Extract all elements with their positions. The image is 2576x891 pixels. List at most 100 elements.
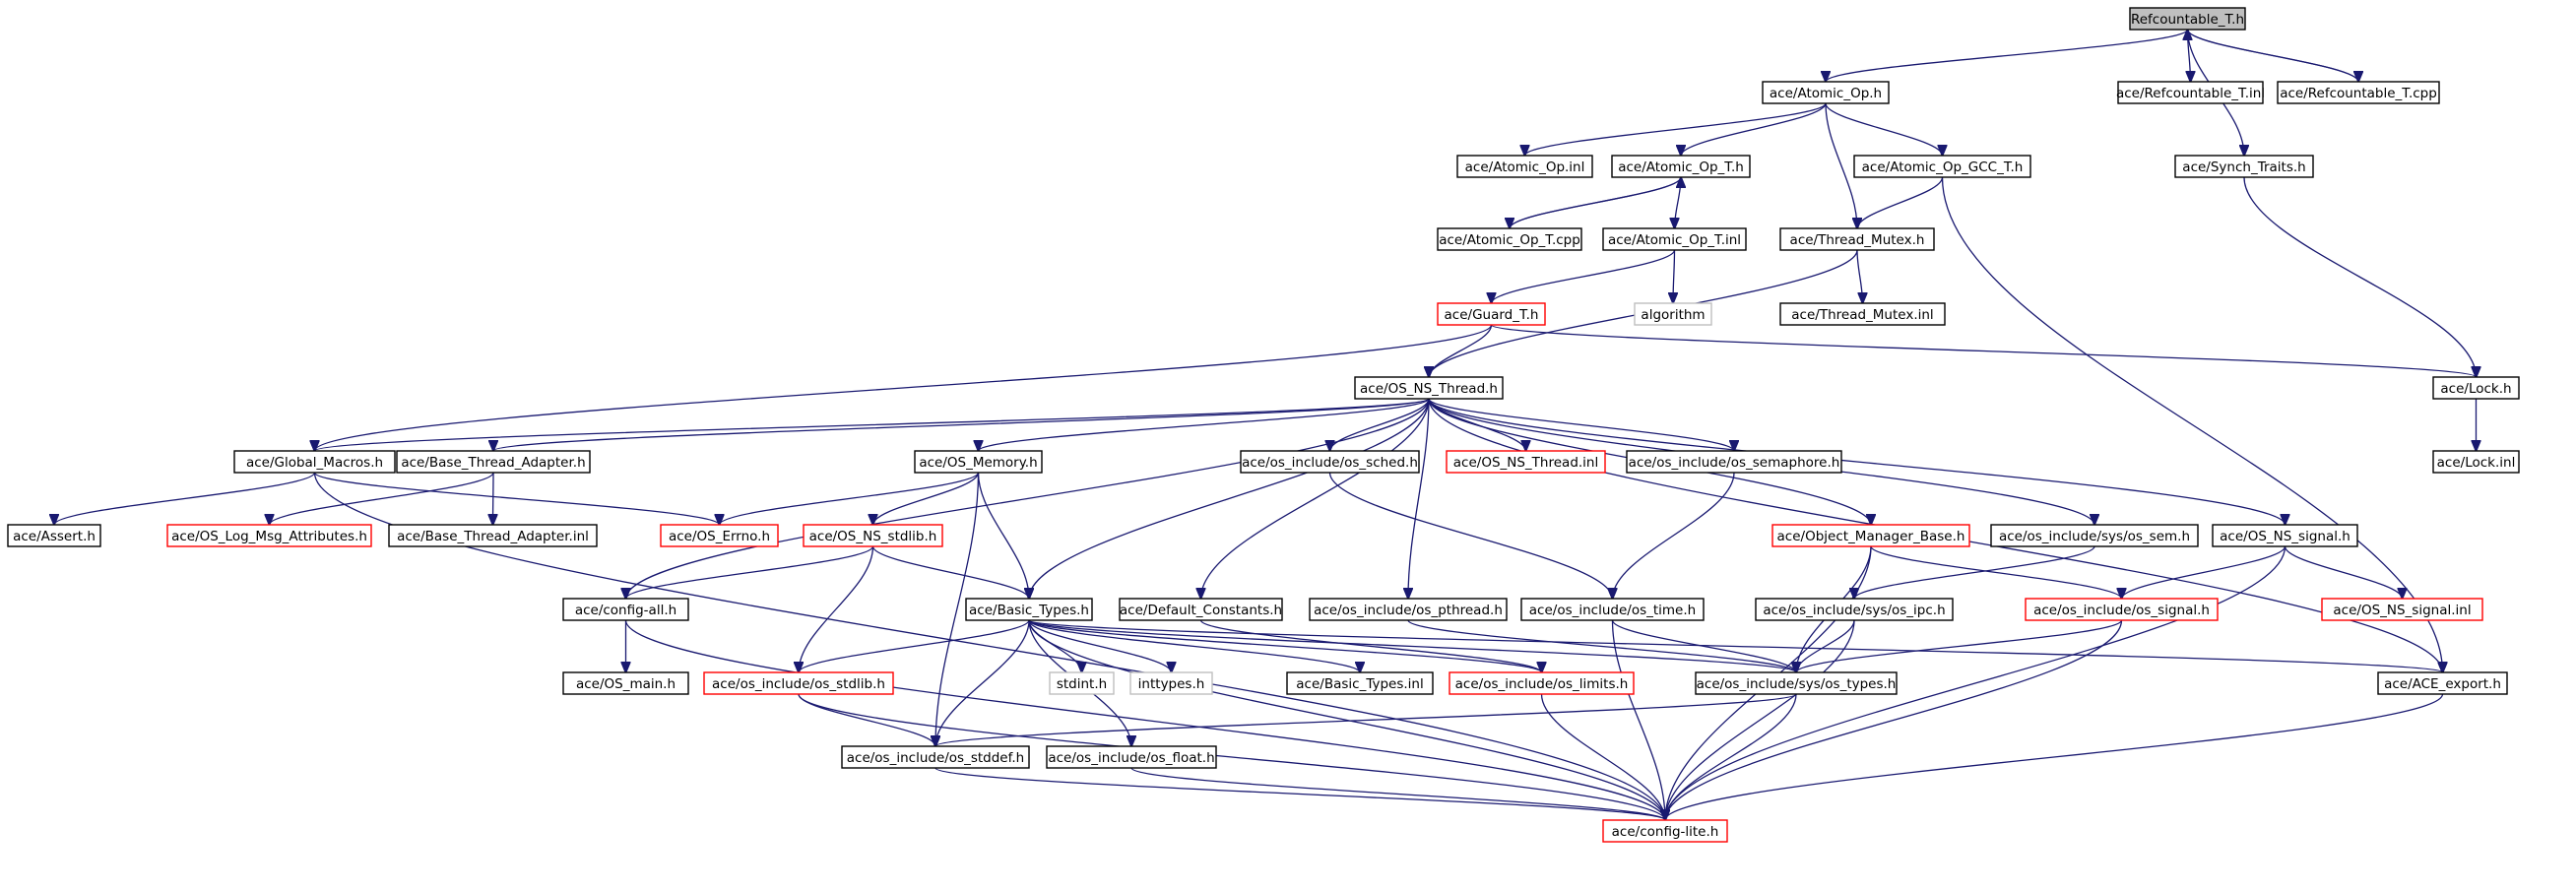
node-label: ace/os_include/sys/os_sem.h bbox=[1999, 529, 2190, 544]
node-label: ace/Atomic_Op_T.cpp bbox=[1439, 232, 1580, 248]
node-os-ns-stdlib-h[interactable]: ace/OS_NS_stdlib.h bbox=[803, 524, 943, 547]
node-box bbox=[7, 524, 101, 547]
edge-os_ns_thread_h-to-os_pthread_h bbox=[1408, 398, 1430, 599]
node-os-semaphore-h[interactable]: ace/os_include/os_semaphore.h bbox=[1626, 450, 1842, 474]
node-label: inttypes.h bbox=[1138, 676, 1205, 692]
node-atomic-op-t-cpp[interactable]: ace/Atomic_Op_T.cpp bbox=[1437, 227, 1582, 251]
node-global-macros-h[interactable]: ace/Global_Macros.h bbox=[233, 450, 396, 474]
node-basic-types-h[interactable]: ace/Basic_Types.h bbox=[965, 598, 1093, 621]
node-atomic-op-t-h[interactable]: ace/Atomic_Op_T.h bbox=[1611, 155, 1751, 178]
node-os-sem-h[interactable]: ace/os_include/sys/os_sem.h bbox=[1990, 524, 2199, 547]
node-config-all-h[interactable]: ace/config-all.h bbox=[562, 598, 689, 621]
edge-os_ns_thread_h-to-os_sched_h bbox=[1330, 398, 1430, 451]
node-box bbox=[2174, 155, 2314, 178]
node-label: ace/os_include/os_stdlib.h bbox=[712, 676, 885, 692]
node-synch-traits-h[interactable]: ace/Synch_Traits.h bbox=[2174, 155, 2314, 178]
node-os-float-h[interactable]: ace/os_include/os_float.h bbox=[1046, 745, 1217, 769]
node-os-memory-h[interactable]: ace/OS_Memory.h bbox=[914, 450, 1043, 474]
node-assert-h[interactable]: ace/Assert.h bbox=[7, 524, 101, 547]
node-os-ns-signal-inl[interactable]: ace/OS_NS_signal.inl bbox=[2321, 598, 2483, 621]
node-base-thread-adapter-inl[interactable]: ace/Base_Thread_Adapter.inl bbox=[388, 524, 598, 547]
node-label: ace/Object_Manager_Base.h bbox=[1777, 529, 1965, 544]
node-config-lite-h[interactable]: ace/config-lite.h bbox=[1602, 819, 1728, 843]
node-label: ace/os_include/os_pthread.h bbox=[1314, 603, 1503, 618]
node-object-manager-base-h[interactable]: ace/Object_Manager_Base.h bbox=[1771, 524, 1970, 547]
node-atomic-op-inl[interactable]: ace/Atomic_Op.inl bbox=[1456, 155, 1593, 178]
node-label: ace/os_include/os_signal.h bbox=[2033, 603, 2210, 618]
node-algorithm[interactable]: algorithm bbox=[1634, 302, 1712, 326]
node-box bbox=[1049, 671, 1115, 695]
node-os-log-msg-attributes-h[interactable]: ace/OS_Log_Msg_Attributes.h bbox=[166, 524, 372, 547]
node-box bbox=[2432, 450, 2520, 474]
node-os-sched-h[interactable]: ace/os_include/os_sched.h bbox=[1240, 450, 1420, 474]
node-os-errno-h[interactable]: ace/OS_Errno.h bbox=[660, 524, 779, 547]
node-os-signal-h[interactable]: ace/os_include/os_signal.h bbox=[2025, 598, 2219, 621]
node-label: ace/Basic_Types.h bbox=[969, 603, 1089, 618]
node-default-constants-h[interactable]: ace/Default_Constants.h bbox=[1119, 598, 1283, 621]
node-box bbox=[803, 524, 943, 547]
edge-basic_types_h-to-basic_types_inl bbox=[1028, 619, 1360, 672]
node-box bbox=[1456, 155, 1593, 178]
node-lock-inl[interactable]: ace/Lock.inl bbox=[2432, 450, 2520, 474]
node-label: ace/OS_Log_Msg_Attributes.h bbox=[171, 529, 367, 544]
node-os-limits-h[interactable]: ace/os_include/os_limits.h bbox=[1449, 671, 1635, 695]
node-box bbox=[2212, 524, 2358, 547]
edge-os_signal_h-to-config_lite_h bbox=[1665, 619, 2123, 820]
node-stdint-h[interactable]: stdint.h bbox=[1049, 671, 1115, 695]
node-guard-t-h[interactable]: ace/Guard_T.h bbox=[1437, 302, 1546, 326]
node-label: ace/config-all.h bbox=[575, 603, 676, 618]
edge-ace_export_h-to-config_lite_h bbox=[1665, 693, 2444, 820]
node-box bbox=[965, 598, 1093, 621]
edge-object_manager_base_h-to-os_signal_h bbox=[1870, 545, 2122, 599]
edge-base_thread_adapter_h-to-base_thread_adapter_inl bbox=[493, 472, 494, 525]
node-label: ace/Atomic_Op.inl bbox=[1465, 159, 1585, 175]
node-ace-export-h[interactable]: ace/ACE_export.h bbox=[2377, 671, 2508, 695]
node-label: ace/Guard_T.h bbox=[1445, 307, 1539, 323]
edge-atomic_op_h-to-atomic_op_gcc_t_h bbox=[1825, 102, 1943, 156]
node-os-pthread-h[interactable]: ace/os_include/os_pthread.h bbox=[1309, 598, 1508, 621]
node-os-ipc-h[interactable]: ace/os_include/sys/os_ipc.h bbox=[1755, 598, 1954, 621]
edge-atomic_op_t_h-to-atomic_op_t_inl bbox=[1675, 176, 1682, 228]
edge-os_memory_h-to-os_ns_stdlib_h bbox=[873, 472, 980, 525]
edge-atomic_op_h-to-atomic_op_t_h bbox=[1681, 102, 1827, 156]
node-lock-h[interactable]: ace/Lock.h bbox=[2432, 376, 2520, 400]
edge-os_types_h-to-config_lite_h bbox=[1665, 693, 1797, 820]
edge-os_signal_h-to-os_types_h bbox=[1796, 619, 2123, 672]
edge-os_stdlib_h-to-os_stddef_h bbox=[798, 693, 935, 746]
node-label: ace/OS_NS_Thread.h bbox=[1360, 381, 1498, 397]
edge-os_ns_signal_h-to-config_lite_h bbox=[1665, 545, 2286, 820]
node-box bbox=[1626, 450, 1842, 474]
node-label: ace/Atomic_Op.h bbox=[1770, 86, 1882, 101]
edge-refcountable_t_h-to-atomic_op_h bbox=[1826, 29, 2189, 82]
node-box bbox=[396, 450, 591, 474]
node-os-types-h[interactable]: ace/os_include/sys/os_types.h bbox=[1695, 671, 1898, 695]
node-refcountable-t-h[interactable]: Refcountable_T.h bbox=[2129, 7, 2246, 31]
node-label: ace/os_include/os_float.h bbox=[1048, 750, 1214, 766]
node-atomic-op-gcc-t-h[interactable]: ace/Atomic_Op_GCC_T.h bbox=[1853, 155, 2031, 178]
node-os-stdlib-h[interactable]: ace/os_include/os_stdlib.h bbox=[703, 671, 894, 695]
node-base-thread-adapter-h[interactable]: ace/Base_Thread_Adapter.h bbox=[396, 450, 591, 474]
node-os-main-h[interactable]: ace/OS_main.h bbox=[562, 671, 689, 695]
node-atomic-op-t-inl[interactable]: ace/Atomic_Op_T.inl bbox=[1602, 227, 1747, 251]
edge-atomic_op_t_cpp-to-atomic_op_t_h bbox=[1509, 177, 1681, 229]
node-os-stddef-h[interactable]: ace/os_include/os_stddef.h bbox=[841, 745, 1030, 769]
node-os-time-h[interactable]: ace/os_include/os_time.h bbox=[1520, 598, 1705, 621]
node-box bbox=[1354, 376, 1504, 400]
node-atomic-op-h[interactable]: ace/Atomic_Op.h bbox=[1762, 81, 1890, 104]
node-basic-types-inl[interactable]: ace/Basic_Types.inl bbox=[1286, 671, 1434, 695]
node-box bbox=[1755, 598, 1954, 621]
node-thread-mutex-inl[interactable]: ace/Thread_Mutex.inl bbox=[1779, 302, 1946, 326]
node-os-ns-thread-h[interactable]: ace/OS_NS_Thread.h bbox=[1354, 376, 1504, 400]
node-refcountable-t-cpp[interactable]: ace/Refcountable_T.cpp bbox=[2277, 81, 2440, 104]
node-refcountable-t-inl[interactable]: ace/Refcountable_T.inl bbox=[2116, 81, 2265, 104]
node-box bbox=[562, 598, 689, 621]
edge-os_ns_thread_h-to-os_memory_h bbox=[979, 398, 1430, 451]
node-os-ns-thread-inl[interactable]: ace/OS_NS_Thread.inl bbox=[1446, 450, 1606, 474]
node-box bbox=[660, 524, 779, 547]
node-os-ns-signal-h[interactable]: ace/OS_NS_signal.h bbox=[2212, 524, 2358, 547]
edge-synch_traits_h-to-lock_h bbox=[2243, 176, 2477, 377]
node-label: ace/Assert.h bbox=[13, 529, 96, 544]
node-inttypes-h[interactable]: inttypes.h bbox=[1129, 671, 1213, 695]
node-box bbox=[1762, 81, 1890, 104]
node-thread-mutex-h[interactable]: ace/Thread_Mutex.h bbox=[1779, 227, 1935, 251]
